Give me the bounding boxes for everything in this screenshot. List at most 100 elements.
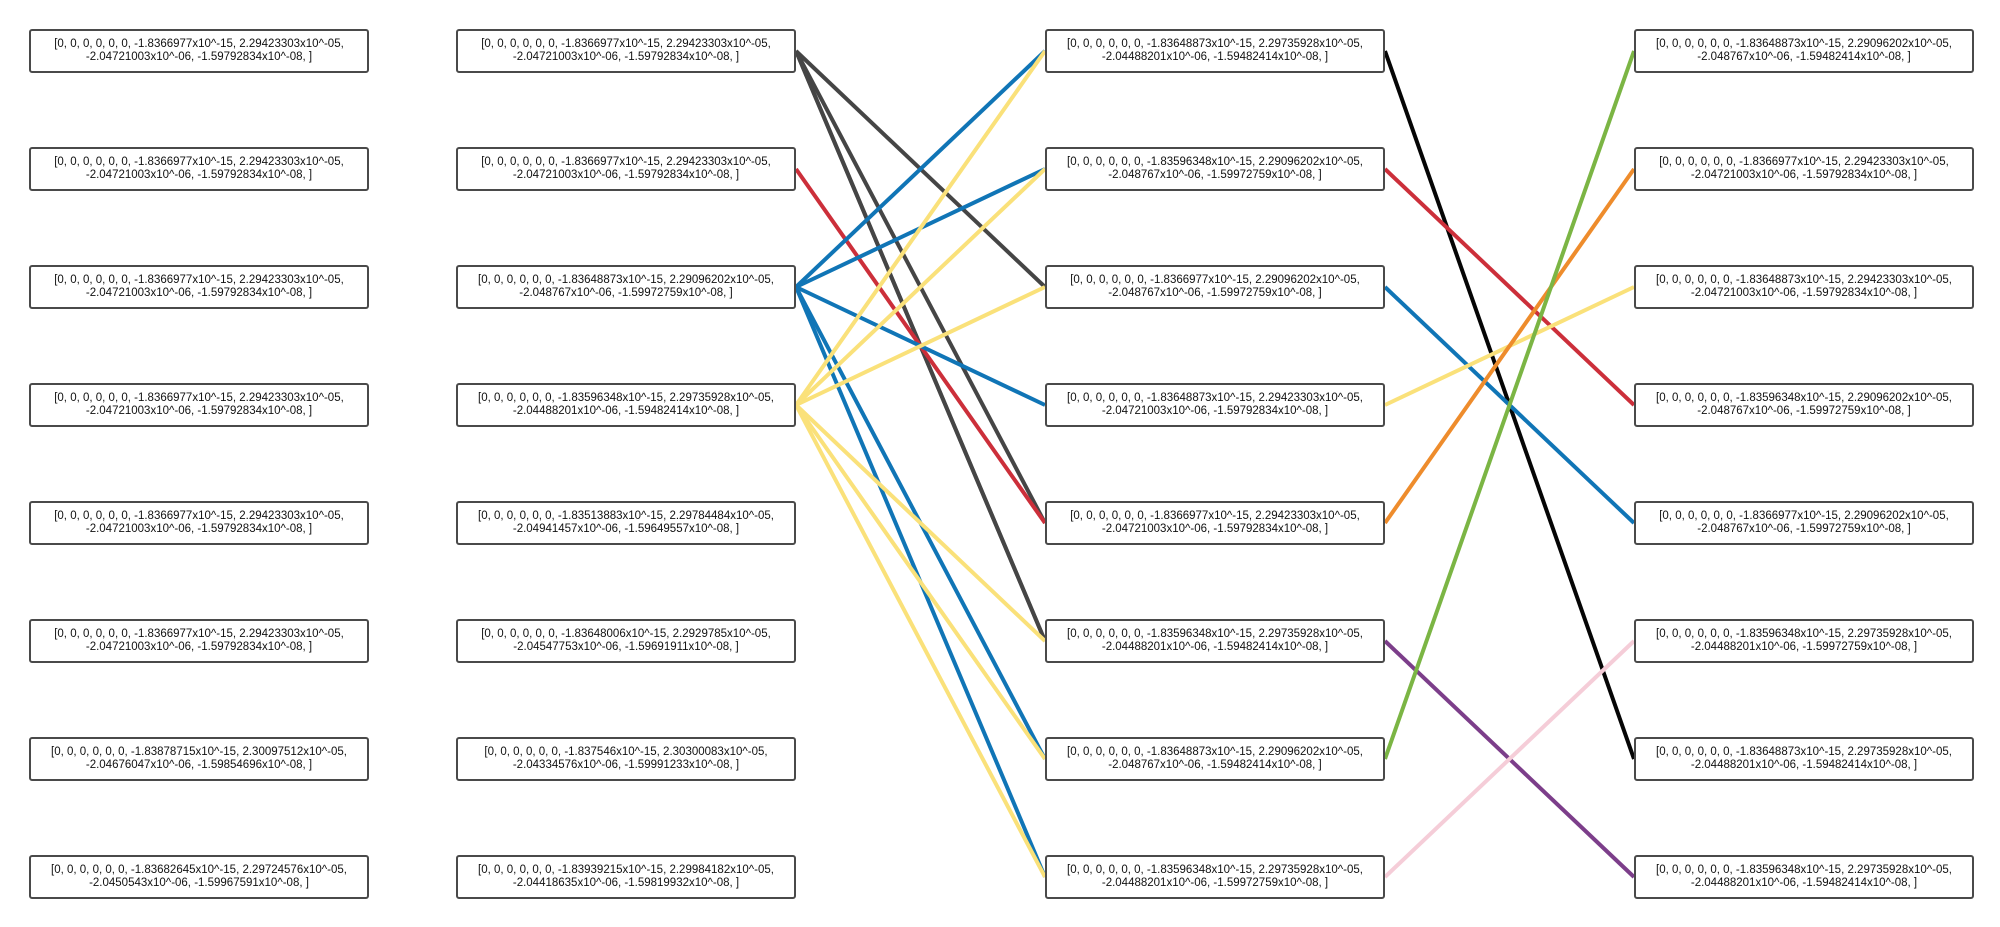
node-c2-r1[interactable]: [0, 0, 0, 0, 0, 0, -1.83596348x10^-15, 2… (1045, 147, 1385, 191)
node-c0-r5[interactable]: [0, 0, 0, 0, 0, 0, -1.8366977x10^-15, 2.… (29, 619, 369, 663)
column-1: [0, 0, 0, 0, 0, 0, -1.8366977x10^-15, 2.… (456, 0, 796, 927)
node-label: [0, 0, 0, 0, 0, 0, -1.8366977x10^-15, 2.… (481, 156, 771, 182)
edge-11 (794, 167, 1047, 407)
node-label: [0, 0, 0, 0, 0, 0, -1.83939215x10^-15, 2… (478, 864, 774, 890)
node-label-line-2: -2.04547753x10^-06, -1.59691911x10^-08, … (513, 641, 739, 653)
node-label-line-1: [0, 0, 0, 0, 0, 0, -1.8366977x10^-15, 2.… (1070, 510, 1360, 522)
node-label-line-1: [0, 0, 0, 0, 0, 0, -1.83648873x10^-15, 2… (478, 274, 774, 286)
node-label-line-2: -2.04721003x10^-06, -1.59792834x10^-08, … (85, 523, 313, 535)
node-c3-r4[interactable]: [0, 0, 0, 0, 0, 0, -1.8366977x10^-15, 2.… (1634, 501, 1974, 545)
node-label: [0, 0, 0, 0, 0, 0, -1.8366977x10^-15, 2.… (54, 274, 344, 300)
node-label: [0, 0, 0, 0, 0, 0, -1.83648873x10^-15, 2… (1656, 274, 1952, 300)
node-label-line-2: -2.048767x10^-06, -1.59482414x10^-08, ] (1108, 759, 1322, 771)
node-label-line-1: [0, 0, 0, 0, 0, 0, -1.83648873x10^-15, 2… (1656, 746, 1952, 758)
node-label: [0, 0, 0, 0, 0, 0, -1.83648873x10^-15, 2… (1067, 38, 1363, 64)
node-label-line-2: -2.04721003x10^-06, -1.59792834x10^-08, … (512, 169, 740, 181)
node-label-line-1: [0, 0, 0, 0, 0, 0, -1.83596348x10^-15, 2… (1656, 628, 1952, 640)
node-label-line-1: [0, 0, 0, 0, 0, 0, -1.83682645x10^-15, 2… (51, 864, 347, 876)
node-label-line-1: [0, 0, 0, 0, 0, 0, -1.83596348x10^-15, 2… (478, 392, 774, 404)
node-label: [0, 0, 0, 0, 0, 0, -1.83648873x10^-15, 2… (1656, 746, 1952, 772)
node-label-line-2: -2.048767x10^-06, -1.59972759x10^-08, ] (1697, 405, 1911, 417)
node-c3-r1[interactable]: [0, 0, 0, 0, 0, 0, -1.8366977x10^-15, 2.… (1634, 147, 1974, 191)
edge-23 (1383, 639, 1636, 879)
node-label-line-2: -2.04721003x10^-06, -1.59792834x10^-08, … (512, 51, 740, 63)
node-c3-r7[interactable]: [0, 0, 0, 0, 0, 0, -1.83596348x10^-15, 2… (1634, 855, 1974, 899)
node-label-line-2: -2.04721003x10^-06, -1.59792834x10^-08, … (85, 641, 313, 653)
node-label: [0, 0, 0, 0, 0, 0, -1.8366977x10^-15, 2.… (481, 38, 771, 64)
node-label-line-1: [0, 0, 0, 0, 0, 0, -1.83648006x10^-15, 2… (481, 628, 771, 640)
node-c0-r7[interactable]: [0, 0, 0, 0, 0, 0, -1.83682645x10^-15, 2… (29, 855, 369, 899)
node-c3-r5[interactable]: [0, 0, 0, 0, 0, 0, -1.83596348x10^-15, 2… (1634, 619, 1974, 663)
node-label-line-1: [0, 0, 0, 0, 0, 0, -1.83648873x10^-15, 2… (1067, 746, 1363, 758)
node-label-line-2: -2.0450543x10^-06, -1.59967591x10^-08, ] (89, 877, 309, 889)
node-c0-r0[interactable]: [0, 0, 0, 0, 0, 0, -1.8366977x10^-15, 2.… (29, 29, 369, 73)
node-label: [0, 0, 0, 0, 0, 0, -1.837546x10^-15, 2.3… (484, 746, 767, 772)
node-label-line-1: [0, 0, 0, 0, 0, 0, -1.8366977x10^-15, 2.… (54, 274, 344, 286)
node-label-line-2: -2.048767x10^-06, -1.59972759x10^-08, ] (1108, 169, 1322, 181)
node-c3-r0[interactable]: [0, 0, 0, 0, 0, 0, -1.83648873x10^-15, 2… (1634, 29, 1974, 73)
node-label-line-1: [0, 0, 0, 0, 0, 0, -1.8366977x10^-15, 2.… (54, 38, 344, 50)
node-label-line-2: -2.048767x10^-06, -1.59972759x10^-08, ] (1108, 287, 1322, 299)
node-label: [0, 0, 0, 0, 0, 0, -1.83878715x10^-15, 2… (51, 746, 347, 772)
node-label-line-2: -2.04488201x10^-06, -1.59482414x10^-08, … (1690, 877, 1918, 889)
node-label-line-1: [0, 0, 0, 0, 0, 0, -1.83939215x10^-15, 2… (478, 864, 774, 876)
node-label-line-2: -2.04488201x10^-06, -1.59972759x10^-08, … (1690, 641, 1918, 653)
node-c2-r2[interactable]: [0, 0, 0, 0, 0, 0, -1.8366977x10^-15, 2.… (1045, 265, 1385, 309)
node-label-line-2: -2.04941457x10^-06, -1.59649557x10^-08, … (512, 523, 740, 535)
node-c2-r0[interactable]: [0, 0, 0, 0, 0, 0, -1.83648873x10^-15, 2… (1045, 29, 1385, 73)
node-c1-r0[interactable]: [0, 0, 0, 0, 0, 0, -1.8366977x10^-15, 2.… (456, 29, 796, 73)
node-label-line-2: -2.04721003x10^-06, -1.59792834x10^-08, … (85, 169, 313, 181)
node-label-line-1: [0, 0, 0, 0, 0, 0, -1.83596348x10^-15, 2… (1656, 864, 1952, 876)
node-c1-r3[interactable]: [0, 0, 0, 0, 0, 0, -1.83596348x10^-15, 2… (456, 383, 796, 427)
node-label-line-1: [0, 0, 0, 0, 0, 0, -1.83648873x10^-15, 2… (1656, 274, 1952, 286)
node-c3-r2[interactable]: [0, 0, 0, 0, 0, 0, -1.83648873x10^-15, 2… (1634, 265, 1974, 309)
node-c2-r7[interactable]: [0, 0, 0, 0, 0, 0, -1.83596348x10^-15, 2… (1045, 855, 1385, 899)
node-label-line-1: [0, 0, 0, 0, 0, 0, -1.8366977x10^-15, 2.… (481, 38, 771, 50)
node-label: [0, 0, 0, 0, 0, 0, -1.8366977x10^-15, 2.… (1659, 510, 1949, 536)
node-label: [0, 0, 0, 0, 0, 0, -1.8366977x10^-15, 2.… (1070, 274, 1360, 300)
node-c0-r3[interactable]: [0, 0, 0, 0, 0, 0, -1.8366977x10^-15, 2.… (29, 383, 369, 427)
node-label: [0, 0, 0, 0, 0, 0, -1.83596348x10^-15, 2… (478, 392, 774, 418)
node-label-line-1: [0, 0, 0, 0, 0, 0, -1.83596348x10^-15, 2… (1067, 628, 1363, 640)
node-c2-r6[interactable]: [0, 0, 0, 0, 0, 0, -1.83648873x10^-15, 2… (1045, 737, 1385, 781)
node-label-line-1: [0, 0, 0, 0, 0, 0, -1.8366977x10^-15, 2.… (54, 156, 344, 168)
column-3: [0, 0, 0, 0, 0, 0, -1.83648873x10^-15, 2… (1634, 0, 1974, 927)
node-label-line-2: -2.04418635x10^-06, -1.59819932x10^-08, … (512, 877, 740, 889)
node-label-line-2: -2.04721003x10^-06, -1.59792834x10^-08, … (1101, 523, 1329, 535)
node-label-line-1: [0, 0, 0, 0, 0, 0, -1.83596348x10^-15, 2… (1656, 392, 1952, 404)
edge-15 (794, 404, 1047, 878)
node-label-line-1: [0, 0, 0, 0, 0, 0, -1.8366977x10^-15, 2.… (1070, 274, 1360, 286)
node-label-line-2: -2.048767x10^-06, -1.59482414x10^-08, ] (1697, 51, 1911, 63)
node-c0-r2[interactable]: [0, 0, 0, 0, 0, 0, -1.8366977x10^-15, 2.… (29, 265, 369, 309)
node-c0-r6[interactable]: [0, 0, 0, 0, 0, 0, -1.83878715x10^-15, 2… (29, 737, 369, 781)
node-c1-r1[interactable]: [0, 0, 0, 0, 0, 0, -1.8366977x10^-15, 2.… (456, 147, 796, 191)
node-c1-r4[interactable]: [0, 0, 0, 0, 0, 0, -1.83513883x10^-15, 2… (456, 501, 796, 545)
node-label: [0, 0, 0, 0, 0, 0, -1.8366977x10^-15, 2.… (1659, 156, 1949, 182)
node-c3-r3[interactable]: [0, 0, 0, 0, 0, 0, -1.83596348x10^-15, 2… (1634, 383, 1974, 427)
node-c1-r6[interactable]: [0, 0, 0, 0, 0, 0, -1.837546x10^-15, 2.3… (456, 737, 796, 781)
node-c1-r7[interactable]: [0, 0, 0, 0, 0, 0, -1.83939215x10^-15, 2… (456, 855, 796, 899)
node-label-line-1: [0, 0, 0, 0, 0, 0, -1.83648873x10^-15, 2… (1067, 38, 1363, 50)
node-c0-r1[interactable]: [0, 0, 0, 0, 0, 0, -1.8366977x10^-15, 2.… (29, 147, 369, 191)
node-c2-r5[interactable]: [0, 0, 0, 0, 0, 0, -1.83596348x10^-15, 2… (1045, 619, 1385, 663)
node-label-line-1: [0, 0, 0, 0, 0, 0, -1.83596348x10^-15, 2… (1067, 864, 1363, 876)
column-2: [0, 0, 0, 0, 0, 0, -1.83648873x10^-15, 2… (1045, 0, 1385, 927)
node-c2-r3[interactable]: [0, 0, 0, 0, 0, 0, -1.83648873x10^-15, 2… (1045, 383, 1385, 427)
node-label-line-1: [0, 0, 0, 0, 0, 0, -1.83648873x10^-15, 2… (1656, 38, 1952, 50)
node-label-line-2: -2.048767x10^-06, -1.59972759x10^-08, ] (519, 287, 733, 299)
edge-17 (1383, 167, 1636, 407)
edge-20 (1383, 167, 1636, 525)
node-c1-r5[interactable]: [0, 0, 0, 0, 0, 0, -1.83648006x10^-15, 2… (456, 619, 796, 663)
node-c0-r4[interactable]: [0, 0, 0, 0, 0, 0, -1.8366977x10^-15, 2.… (29, 501, 369, 545)
edge-5 (794, 49, 1047, 289)
node-c3-r6[interactable]: [0, 0, 0, 0, 0, 0, -1.83648873x10^-15, 2… (1634, 737, 1974, 781)
node-label-line-2: -2.04721003x10^-06, -1.59792834x10^-08, … (85, 287, 313, 299)
node-label-line-2: -2.04488201x10^-06, -1.59482414x10^-08, … (1101, 51, 1329, 63)
node-c2-r4[interactable]: [0, 0, 0, 0, 0, 0, -1.8366977x10^-15, 2.… (1045, 501, 1385, 545)
node-label-line-1: [0, 0, 0, 0, 0, 0, -1.8366977x10^-15, 2.… (1659, 510, 1949, 522)
node-label: [0, 0, 0, 0, 0, 0, -1.83648873x10^-15, 2… (1656, 38, 1952, 64)
node-c1-r2[interactable]: [0, 0, 0, 0, 0, 0, -1.83648873x10^-15, 2… (456, 265, 796, 309)
node-label: [0, 0, 0, 0, 0, 0, -1.83596348x10^-15, 2… (1067, 864, 1363, 890)
column-0: [0, 0, 0, 0, 0, 0, -1.8366977x10^-15, 2.… (29, 0, 369, 927)
node-label: [0, 0, 0, 0, 0, 0, -1.83648006x10^-15, 2… (481, 628, 771, 654)
